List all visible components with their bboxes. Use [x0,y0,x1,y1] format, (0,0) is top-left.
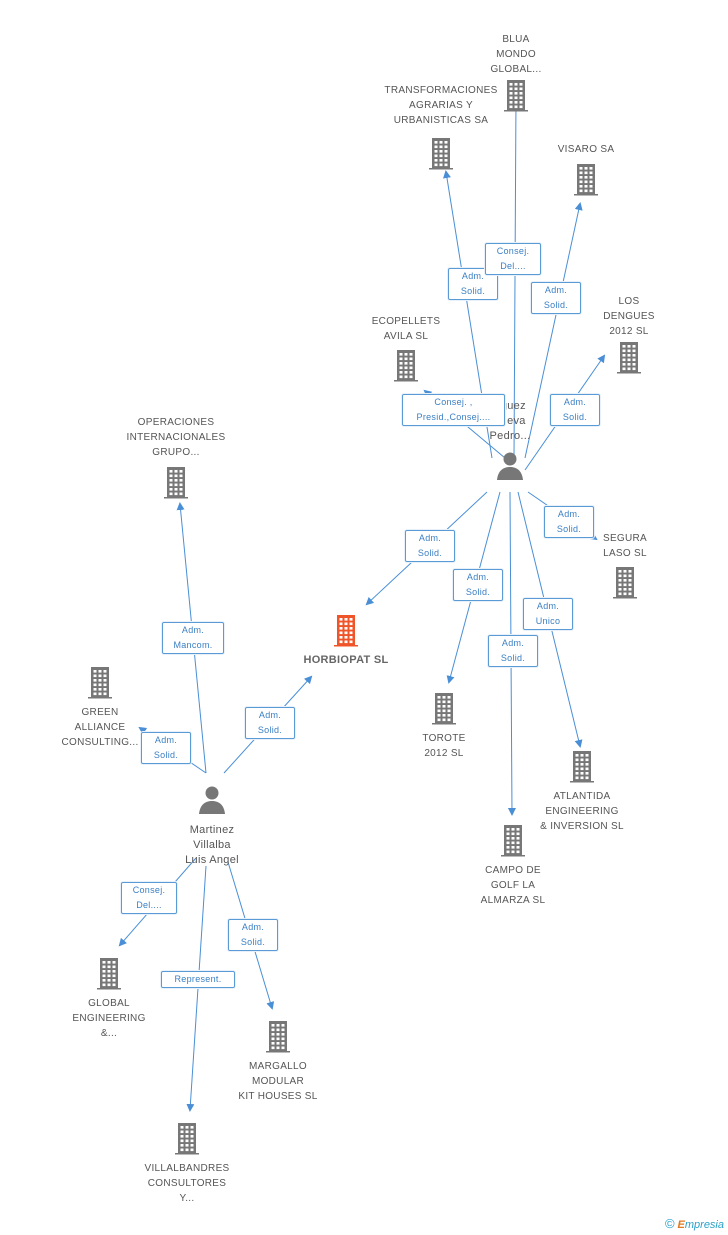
relation-torote[interactable]: Adm. Solid. [453,569,503,601]
person-label: Martinez Villalba Luis Angel [185,824,239,866]
relation-blua[interactable]: Consej. Del.... [485,243,541,275]
company-blua[interactable]: BLUA MONDO GLOBAL... [466,32,566,118]
building-icon [158,464,194,500]
company-campo[interactable]: CAMPO DE GOLF LA ALMARZA SL [463,822,563,908]
company-label: ATLANTIDA ENGINEERING & INVERSION SL [540,791,624,832]
company-atlantida[interactable]: ATLANTIDA ENGINEERING & INVERSION SL [527,748,637,834]
company-transformaciones[interactable]: TRANSFORMACIONES AGRARIAS Y URBANISTICAS… [371,83,511,176]
company-label: ECOPELLETS AVILA SL [371,316,441,342]
company-label: MARGALLO MODULAR KIT HOUSES SL [238,1061,318,1102]
building-icon [423,135,459,171]
company-label: OPERACIONES INTERNACIONALES GRUPO... [126,417,226,458]
building-icon [260,1018,296,1054]
relation-losdengues[interactable]: Adm. Solid. [550,394,600,426]
company-horbiopat[interactable]: HORBIOPAT SL [296,612,396,668]
relation-horbiopat-bottom[interactable]: Adm. Solid. [245,707,295,739]
relation-edge [511,94,520,459]
company-label: CAMPO DE GOLF LA ALMARZA SL [480,865,546,906]
person-icon [492,448,528,484]
building-icon [426,690,462,726]
company-label: TRANSFORMACIONES AGRARIAS Y URBANISTICAS… [384,85,498,126]
company-label: GREEN ALLIANCE CONSULTING... [61,707,139,748]
person-icon [194,782,230,818]
relation-edge [186,865,207,1112]
company-label: SEGURA LASO SL [602,533,648,559]
building-icon [91,955,127,991]
brand-name: mpresia [684,1219,724,1231]
company-villalbandres[interactable]: VILLALBANDRES CONSULTORES Y... [132,1120,242,1206]
relation-transformaciones[interactable]: Adm. Solid. [448,268,498,300]
company-ecopellets[interactable]: ECOPELLETS AVILA SL [356,314,456,388]
relation-green[interactable]: Adm. Solid. [141,732,191,764]
building-icon [328,612,364,648]
relation-operaciones[interactable]: Adm. Mancom. [162,622,224,654]
company-global[interactable]: GLOBAL ENGINEERING &... [59,955,159,1041]
building-icon [607,564,643,600]
company-segura[interactable]: SEGURA LASO SL [580,531,670,605]
company-label: GLOBAL ENGINEERING &... [72,998,146,1039]
relation-visaro[interactable]: Adm. Solid. [531,282,581,314]
copyright-icon: © [664,1216,675,1231]
company-label: VILLALBANDRES CONSULTORES Y... [144,1163,230,1204]
relation-global[interactable]: Consej. Del.... [121,882,177,914]
company-label: TOROTE 2012 SL [422,733,466,759]
company-label: VISARO SA [557,144,615,155]
relation-horbiopat-top[interactable]: Adm. Solid. [405,530,455,562]
building-icon [495,822,531,858]
footer-brand[interactable]: ©Empresia [665,1216,724,1231]
building-icon [568,161,604,197]
building-icon [564,748,600,784]
relation-margallo[interactable]: Adm. Solid. [228,919,278,951]
company-losdengues[interactable]: LOS DENGUES 2012 SL [584,294,674,380]
relation-segura[interactable]: Adm. Solid. [544,506,594,538]
company-visaro[interactable]: VISARO SA [536,142,636,202]
relation-atlantida[interactable]: Adm. Unico [523,598,573,630]
company-operaciones[interactable]: OPERACIONES INTERNACIONALES GRUPO... [111,415,241,505]
relation-ecopellets[interactable]: Consej. , Presid.,Consej.... [402,394,505,426]
company-label: LOS DENGUES 2012 SL [603,296,655,337]
company-margallo[interactable]: MARGALLO MODULAR KIT HOUSES SL [228,1018,328,1104]
relation-edge [524,202,583,459]
building-icon [169,1120,205,1156]
company-green[interactable]: GREEN ALLIANCE CONSULTING... [50,664,150,750]
person-martinez[interactable]: Martinez Villalba Luis Angel [162,782,262,868]
building-icon [498,77,534,113]
relation-campo[interactable]: Adm. Solid. [488,635,538,667]
building-icon [388,347,424,383]
building-icon [611,339,647,375]
company-label: HORBIOPAT SL [303,654,389,666]
brand-initial: E [677,1219,685,1231]
building-icon [82,664,118,700]
company-torote[interactable]: TOROTE 2012 SL [401,690,487,761]
company-label: BLUA MONDO GLOBAL... [490,34,542,75]
relation-villalbandres[interactable]: Represent. [161,971,235,988]
